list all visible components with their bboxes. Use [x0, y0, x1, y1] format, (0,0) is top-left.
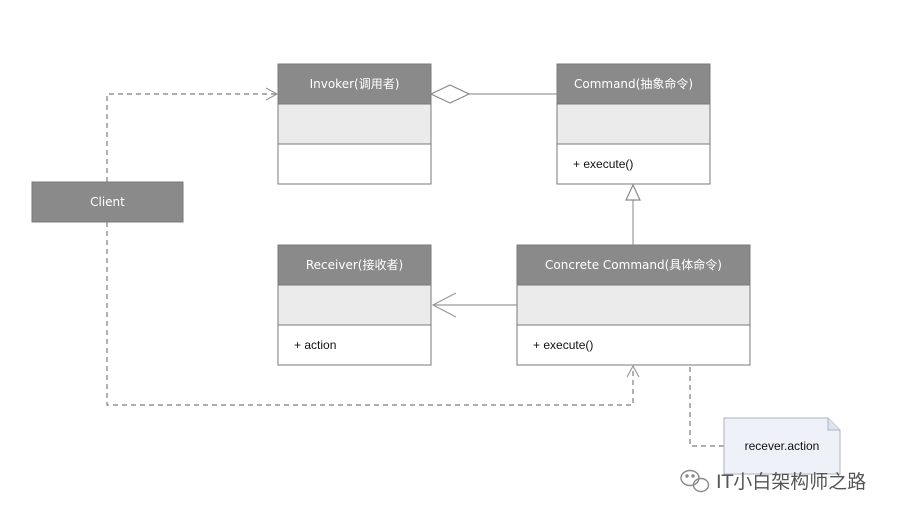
command-attributes — [556, 103, 711, 145]
note-text: recever.action — [745, 439, 820, 453]
command-execute: + execute() — [573, 157, 633, 171]
command-header — [556, 63, 711, 105]
invoker-operations — [277, 143, 432, 185]
invoker-attributes — [277, 103, 432, 145]
aggregation-diamond — [429, 84, 471, 104]
client-invoker-dependency — [106, 87, 279, 182]
client-header — [31, 181, 184, 223]
client-concrete-dashed-line — [106, 222, 634, 406]
note-body — [723, 417, 841, 475]
generalization-triangle — [625, 183, 641, 201]
invoker-title: Invoker(调用者) — [310, 77, 400, 91]
note[interactable]: recever.action — [689, 367, 841, 475]
client-title: Client — [90, 195, 125, 209]
command-operations — [556, 143, 711, 185]
concrete-command-execute: + execute() — [533, 338, 593, 352]
wechat-icon — [680, 469, 710, 493]
receiver-attributes — [277, 284, 432, 326]
client-concrete-arrowhead — [626, 364, 640, 378]
watermark-text: IT小白架构师之路 — [716, 471, 866, 493]
client-invoker-arrowhead — [265, 87, 279, 101]
client-concrete-dependency — [106, 222, 640, 406]
concrete-command-operations — [516, 324, 751, 366]
invoker-class[interactable]: Invoker(调用者) — [277, 63, 432, 185]
client-invoker-dashed-line — [106, 93, 276, 182]
command-class[interactable]: Command(抽象命令) + execute() — [556, 63, 711, 185]
client-class[interactable]: Client — [31, 181, 184, 223]
association-arrowhead — [431, 292, 457, 318]
aggregation-connector — [429, 84, 557, 104]
concrete-command-attributes — [516, 284, 751, 326]
association-connector — [431, 292, 517, 318]
invoker-header — [277, 63, 432, 105]
note-fold — [827, 418, 840, 431]
receiver-class[interactable]: Receiver(接收者) + action — [277, 244, 432, 366]
generalization-connector — [625, 183, 641, 245]
receiver-action: + action — [294, 338, 336, 352]
concrete-command-class[interactable]: Concrete Command(具体命令) + execute() — [516, 244, 751, 366]
command-title: Command(抽象命令) — [574, 76, 693, 91]
watermark: IT小白架构师之路 — [680, 469, 866, 493]
concrete-command-title: Concrete Command(具体命令) — [545, 257, 722, 272]
note-anchor-line — [689, 367, 724, 447]
receiver-operations — [277, 324, 432, 366]
receiver-title: Receiver(接收者) — [306, 257, 403, 272]
